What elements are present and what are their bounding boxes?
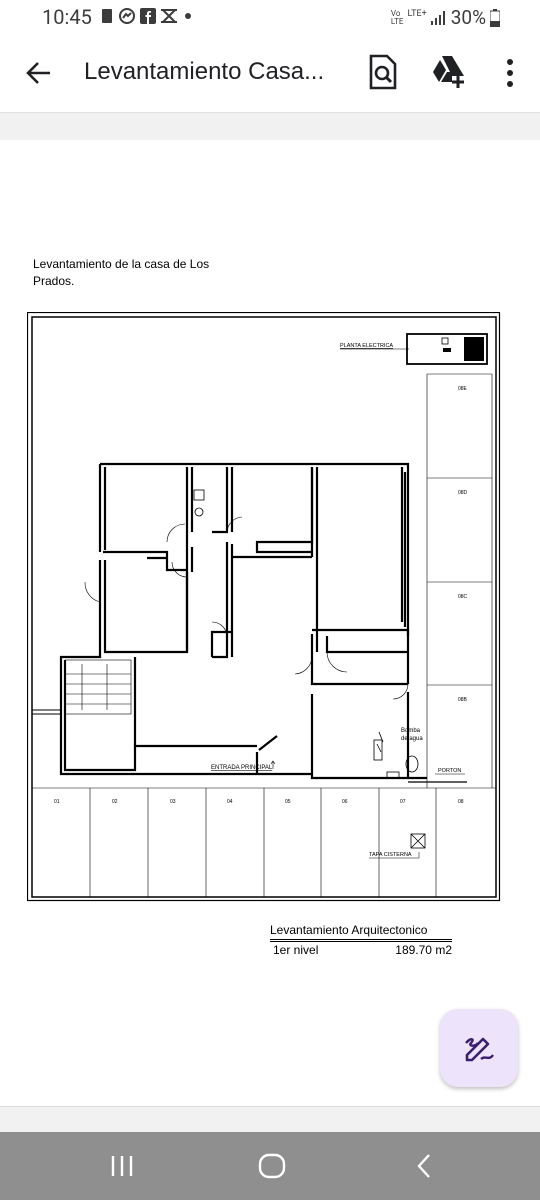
document-title: Levantamiento Casa... [84, 58, 325, 85]
bathroom-fixtures [193, 489, 419, 779]
status-bar: 10:45 Vo LTE LTE+ 30% [0, 0, 540, 34]
annotate-fab[interactable] [440, 1009, 518, 1087]
document-bottom-band [0, 1106, 540, 1133]
caption-details: 1er nivel 189.70 m2 [270, 941, 452, 957]
label-bomba-2: de agua [401, 736, 423, 742]
battery-icon [490, 8, 500, 27]
notification-icons [100, 7, 194, 25]
document-page[interactable]: Levantamiento de la casa de Los Prados. … [0, 140, 540, 1106]
label-bomba-1: Bomba [401, 728, 421, 734]
plan-caption: Levantamiento Arquitectonico 1er nivel 1… [270, 923, 452, 957]
house-walls [59, 462, 427, 780]
label-01: 01 [54, 799, 60, 805]
label-08c: 08C [458, 594, 468, 600]
planta-electrica-area: PLANTA ELECTRICA [340, 333, 488, 365]
sim-icon [102, 9, 112, 23]
label-04: 04 [227, 799, 233, 805]
parking-column: 08E 08D 08C 08B [426, 373, 493, 788]
caption-title: Levantamiento Arquitectonico [270, 923, 452, 940]
navigation-bar [0, 1132, 540, 1200]
facebook-icon [140, 8, 156, 24]
floor-plan: PLANTA ELECTRICA 08E 08D 08C 08B [27, 312, 501, 902]
caption-level: 1er nivel [273, 943, 319, 957]
document-heading: Levantamiento de la casa de Los Prados. [33, 257, 210, 288]
parking-row [32, 787, 496, 897]
label-08e: 08E [458, 386, 468, 392]
back-arrow-icon[interactable] [24, 58, 54, 88]
system-icons: Vo LTE LTE+ 30% [391, 6, 500, 29]
status-time: 10:45 [42, 5, 92, 29]
label-planta-electrica: PLANTA ELECTRICA [340, 343, 393, 349]
door-swings [84, 516, 409, 700]
dot-icon [185, 13, 191, 19]
more-options-icon[interactable] [500, 56, 520, 90]
messenger-icon [119, 8, 135, 24]
label-08: 08 [458, 799, 464, 805]
page-gap [0, 112, 540, 141]
add-to-drive-icon[interactable] [430, 54, 468, 90]
label-02: 02 [112, 799, 118, 805]
caption-area: 189.70 m2 [395, 943, 452, 957]
label-entrada-principal: ENTRADA PRINCIPAL [211, 765, 273, 771]
label-05: 05 [285, 799, 291, 805]
tapa-cisterna-symbol [369, 833, 426, 859]
label-06: 06 [342, 799, 348, 805]
pen-scribble-icon [465, 1037, 494, 1062]
label-08d: 08D [458, 490, 468, 496]
label-porton: PORTON [438, 768, 461, 774]
label-tapa-cisterna: TAPA CISTERNA [369, 852, 412, 858]
status-vo: Vo [390, 8, 401, 18]
app-bar: Levantamiento Casa... [0, 34, 540, 112]
status-lte: LTE [390, 16, 404, 26]
home-icon[interactable] [257, 1150, 287, 1182]
stairs [64, 659, 132, 715]
status-lteplus: LTE+ [407, 8, 427, 19]
recent-apps-icon[interactable] [108, 1150, 136, 1182]
label-08b: 08B [458, 697, 468, 703]
capcut-icon [161, 9, 177, 23]
signal-icon [430, 10, 445, 25]
label-03: 03 [170, 799, 176, 805]
battery-percent: 30% [450, 6, 486, 29]
back-nav-icon[interactable] [412, 1150, 436, 1182]
search-document-icon[interactable] [365, 54, 399, 90]
label-07: 07 [400, 799, 406, 805]
